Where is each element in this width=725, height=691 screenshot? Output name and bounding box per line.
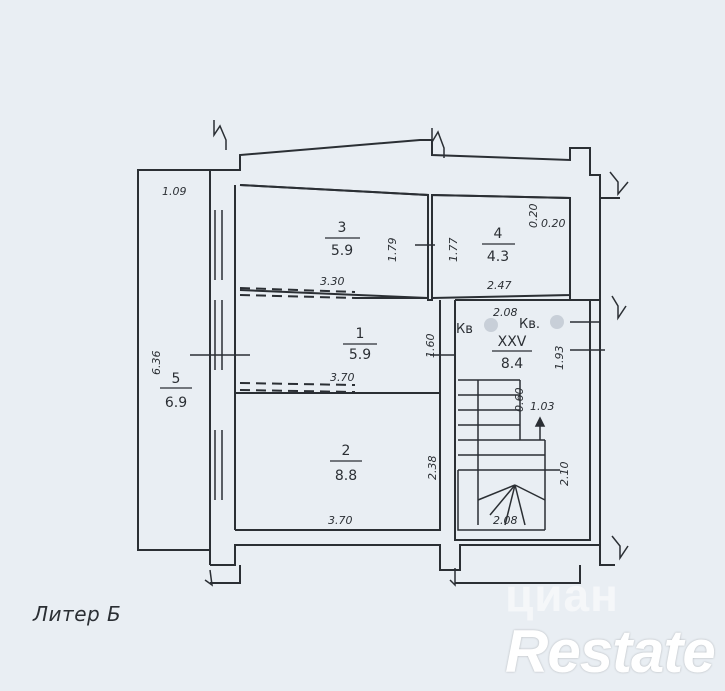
- room-2-number: 2: [342, 443, 351, 459]
- left-annex: [137, 169, 211, 551]
- dim-1-79: 1.79: [386, 238, 399, 263]
- room-1-area: 5.9: [349, 347, 371, 363]
- dim-1-60: 1.60: [424, 334, 437, 359]
- room-labels: 3 5.9 4 4.3 1 5.9 XXV 8.4 5 6.9 2 8.8: [160, 220, 532, 484]
- room-5-area: 6.9: [165, 395, 187, 411]
- dim-2-38: 2.38: [426, 456, 439, 481]
- room-4-number: 4: [494, 226, 503, 242]
- dim-1-77: 1.77: [447, 238, 460, 263]
- dimension-labels: 1.09 1.79 1.77 0.20 0.20 2.47 3.30 2.08 …: [150, 185, 571, 527]
- room3-box: [239, 184, 429, 300]
- wall-break-marks: [204, 120, 629, 587]
- room-3-area: 5.9: [331, 243, 353, 259]
- plan-walls: [137, 139, 620, 584]
- wall-bottom-3: [455, 565, 581, 584]
- room-3-number: 3: [338, 220, 347, 236]
- left-windows: [214, 210, 223, 500]
- dim-3-30: 3.30: [320, 275, 345, 288]
- room-xxv-box: [454, 299, 591, 541]
- dashed-openings: [239, 287, 356, 393]
- wall-top-outer: [210, 139, 620, 199]
- wall-right-outer: [590, 198, 601, 301]
- dim-2-10: 2.10: [558, 462, 571, 487]
- restate-watermark: Restate: [505, 618, 716, 685]
- room-1-number: 1: [356, 326, 365, 342]
- dim-0-20a: 0.20: [527, 204, 540, 229]
- dim-2-08-bottom: 2.08: [493, 514, 518, 527]
- dim-1-03: 1.03: [530, 400, 555, 413]
- plan-caption: Литер Б: [33, 602, 122, 626]
- staircase: [457, 379, 560, 531]
- dim-1-09: 1.09: [162, 185, 187, 198]
- room4-box: [431, 194, 571, 299]
- kv-right-label: Кв.: [519, 317, 540, 332]
- dim-0-20b: 0.20: [541, 217, 566, 230]
- dim-3-70-mid: 3.70: [330, 371, 355, 384]
- dim-2-47: 2.47: [487, 279, 512, 292]
- room-xxv-area: 8.4: [501, 356, 523, 372]
- dim-1-93: 1.93: [553, 346, 566, 371]
- kv-annotations: Кв Кв.: [456, 315, 564, 337]
- room-4-area: 4.3: [487, 249, 509, 265]
- dim-0-60: 0.60: [513, 388, 526, 413]
- cian-watermark: циан: [505, 569, 619, 621]
- kv-left-label: Кв: [456, 322, 473, 337]
- room-5-number: 5: [172, 371, 181, 387]
- wall-bottom: [210, 544, 615, 571]
- dim-6-36: 6.36: [150, 351, 163, 376]
- dim-3-70-bottom: 3.70: [328, 514, 353, 527]
- room-xxv-number: XXV: [498, 334, 527, 350]
- wall-top-inner: [239, 184, 571, 301]
- wall-bottom-2: [210, 565, 241, 584]
- kv-right-dot: [550, 315, 564, 329]
- kv-left-dot: [484, 318, 498, 332]
- room-2-area: 8.8: [335, 468, 357, 484]
- dim-2-08-top: 2.08: [493, 306, 518, 319]
- dimension-lines: [190, 244, 605, 356]
